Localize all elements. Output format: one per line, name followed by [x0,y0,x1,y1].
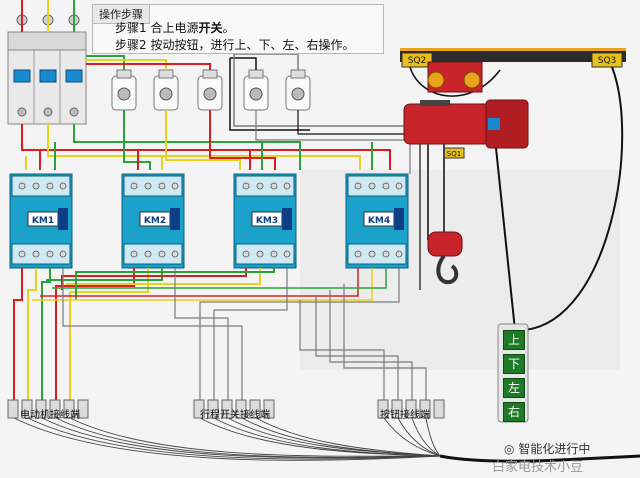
limit-switch-left-label: SQ2 [408,56,427,66]
step-1-prefix: 步骤1 [115,21,147,35]
motor-terminal-block[interactable] [7,399,89,419]
button-terminal-block[interactable] [377,399,445,419]
hoist-rail: SQ2 SQ3 [400,48,626,68]
contactor-label: KM3 [256,216,278,226]
fuse[interactable] [153,69,179,111]
hoist-trolley[interactable] [427,61,483,93]
watermark-secondary: 白家电技术小豆 [492,460,584,475]
contactor-label: KM1 [32,216,54,226]
circuit-breaker[interactable] [7,14,87,125]
motor-terminal-label: 电动机接线端 [20,410,80,421]
fuse[interactable] [197,69,223,111]
fuse-row [111,69,311,111]
button-down[interactable]: 下 [503,354,525,374]
step-1: 步骤1 合上电源开关。 [115,19,235,36]
limit-switch-right-label: SQ3 [598,56,617,66]
steps-title[interactable]: 操作步骤 [92,4,150,24]
button-left[interactable]: 左 [503,378,525,398]
step-2-text: 按动按钮，进行上、下、左、右操作。 [150,38,355,52]
limit-terminal-block[interactable] [193,399,275,419]
cable-bundle [13,417,441,461]
watermark-primary: ◎ 智能化进行中 [504,440,590,457]
fuse[interactable] [243,69,269,111]
fuse[interactable] [285,69,311,111]
button-terminal-label: 按钮接线端 [380,410,430,421]
hook-assembly[interactable] [427,144,463,285]
step-2-prefix: 步骤2 [115,38,147,52]
limit-terminal-label: 行程开关接线端 [200,410,270,421]
contactor-label: KM4 [368,216,390,226]
wechat-icon: ◎ [504,442,515,456]
contactor-label: KM2 [144,216,166,226]
step-1-bold: 开关 [198,21,223,35]
step-1-end: 。 [222,21,235,35]
step-1-text: 合上电源 [150,21,199,35]
fuse[interactable] [111,69,137,111]
button-right[interactable]: 右 [503,402,525,422]
steps-panel: 操作步骤 步骤1 合上电源开关。 步骤2 按动按钮，进行上、下、左、右操作。 [92,4,384,54]
mid-limit-switch[interactable]: SQ1 [443,147,465,159]
watermark-line1: 智能化进行中 [518,442,591,456]
mid-limit-switch-label: SQ1 [447,150,461,158]
hoist-motor[interactable] [403,99,529,149]
step-2: 步骤2 按动按钮，进行上、下、左、右操作。 [115,36,354,53]
button-up[interactable]: 上 [503,330,525,350]
contactor-terminals [18,182,403,258]
